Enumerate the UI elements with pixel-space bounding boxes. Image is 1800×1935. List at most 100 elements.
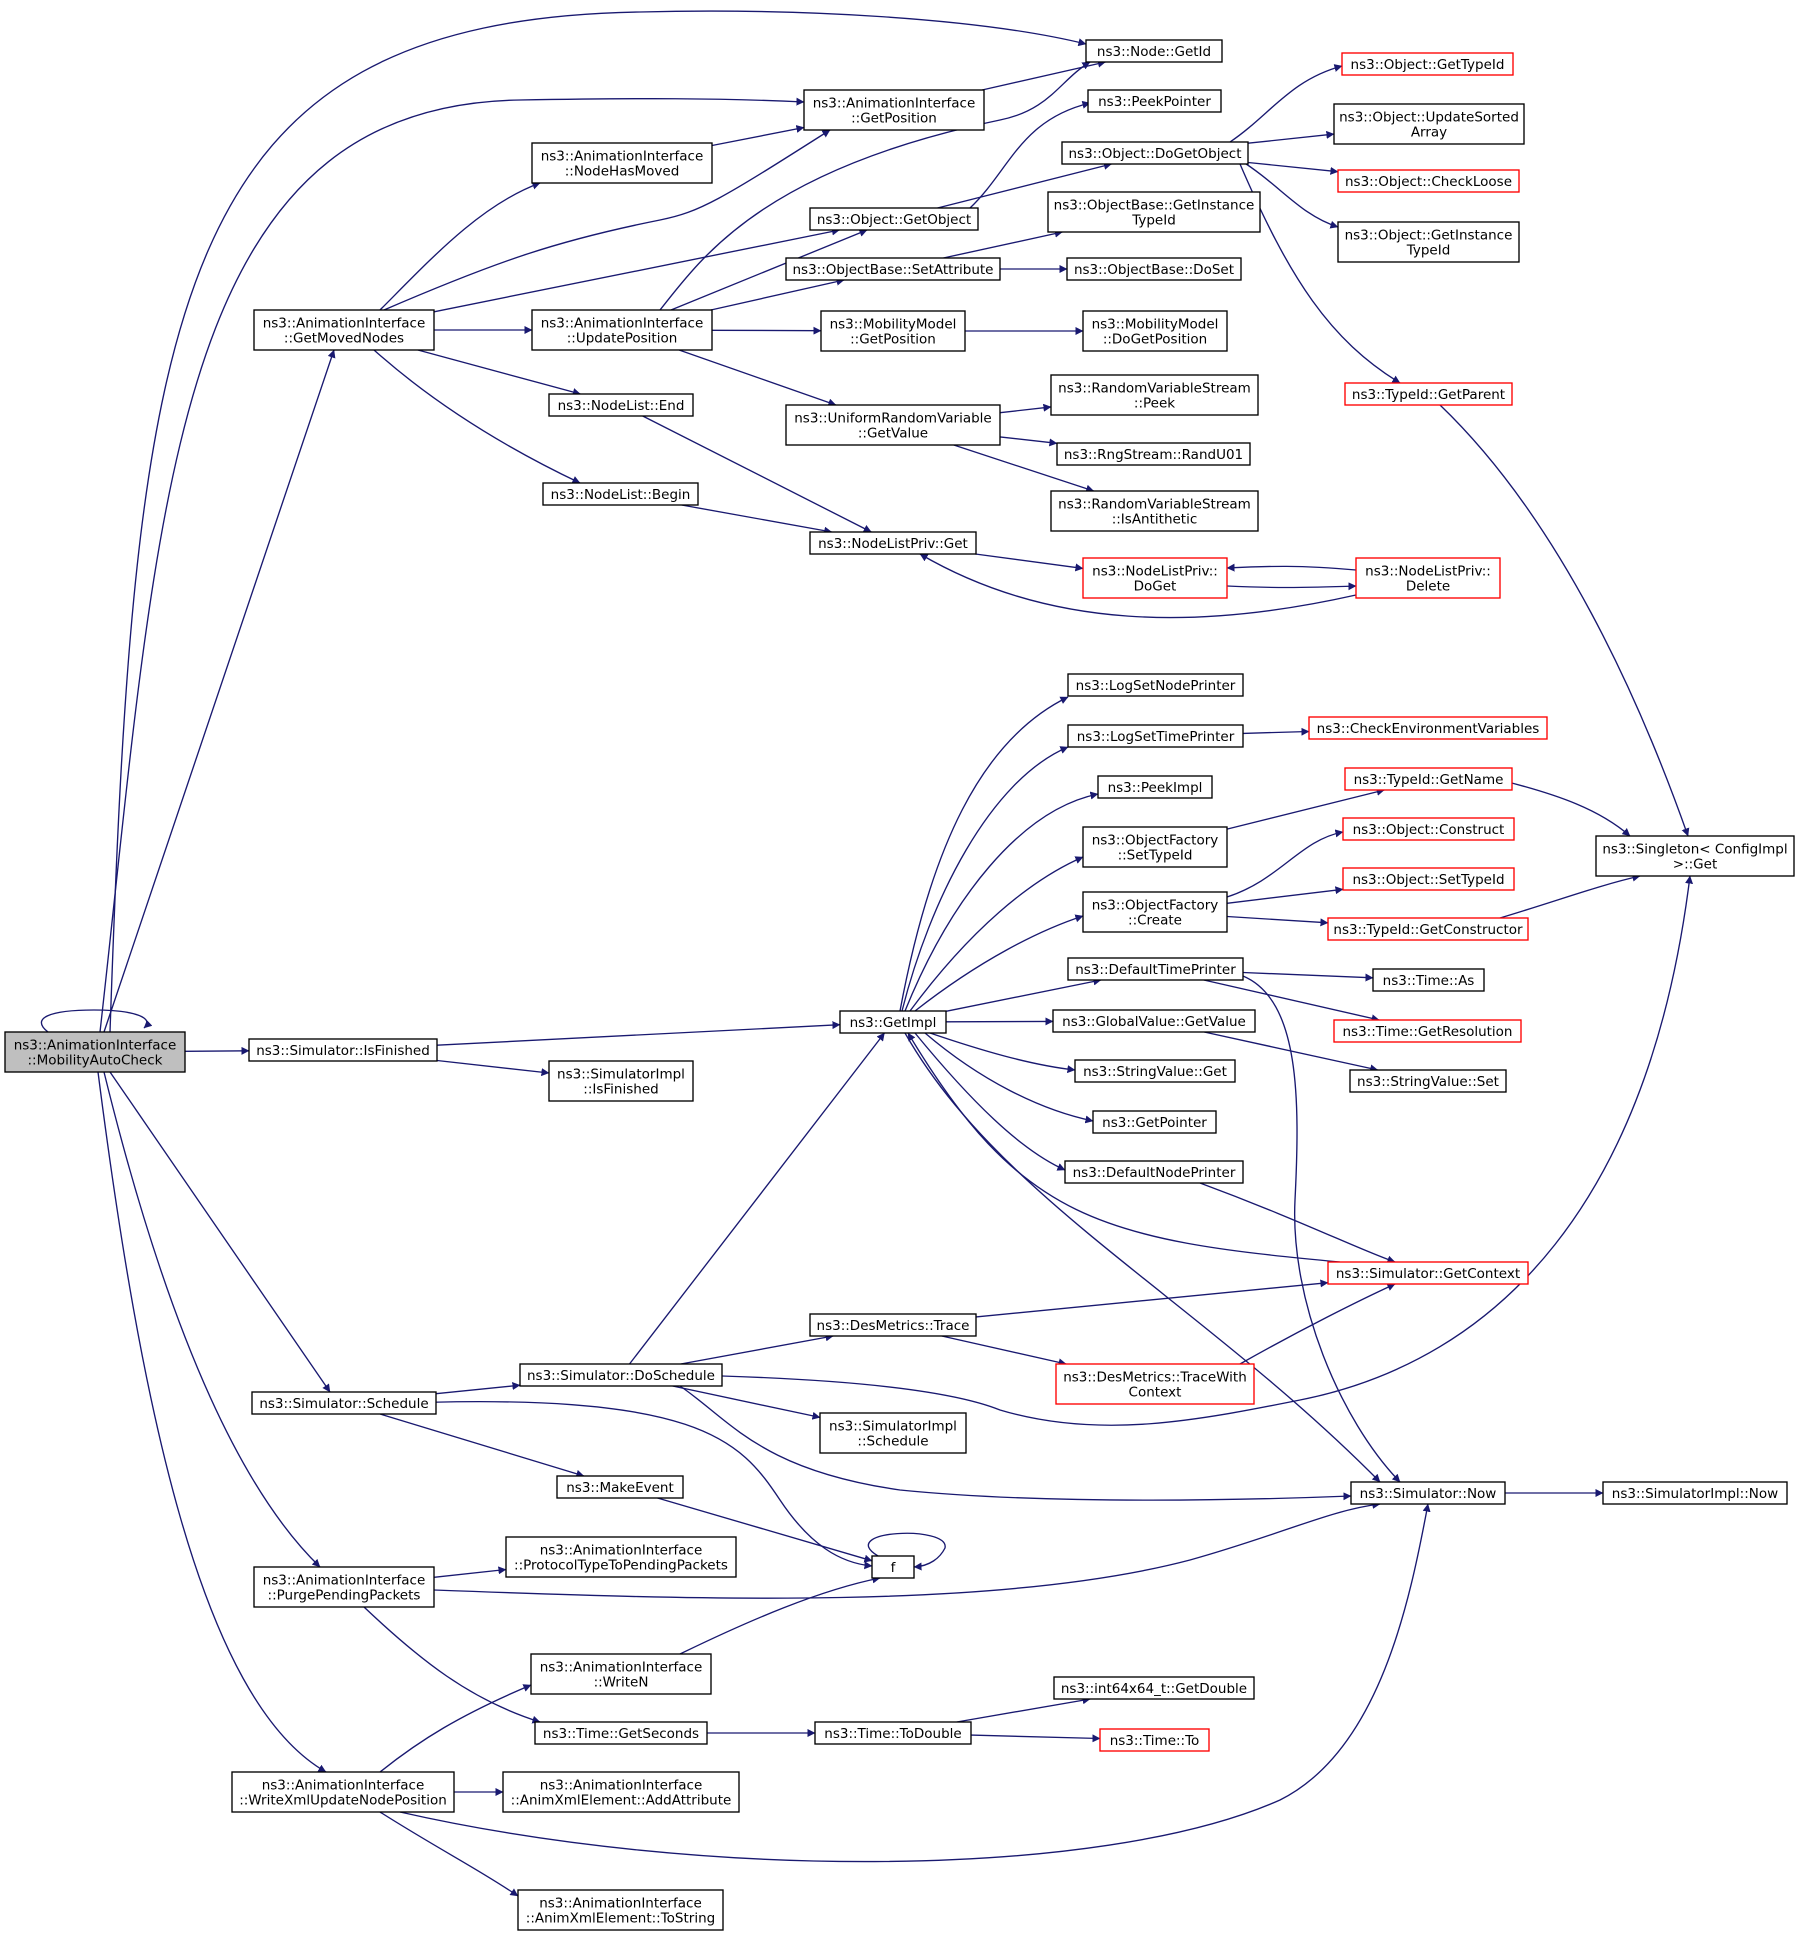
node-node-getid[interactable]: ns3::Node::GetId — [1085, 39, 1223, 63]
edge-writen-to-f — [679, 1575, 881, 1655]
node-mobility-getposition[interactable]: ns3::MobilityModel::GetPosition — [820, 310, 966, 352]
node-simulator-getcontext[interactable]: ns3::Simulator::GetContext — [1327, 1261, 1529, 1285]
node-nodelistpriv-get[interactable]: ns3::NodeListPriv::Get — [809, 531, 977, 555]
node-schedule[interactable]: ns3::Simulator::Schedule — [251, 1391, 437, 1415]
node-object-getobject[interactable]: ns3::Object::GetObject — [809, 207, 979, 231]
node-nodelistbegin[interactable]: ns3::NodeList::Begin — [542, 482, 699, 506]
node-label: ::UpdatePosition — [567, 331, 678, 347]
node-nodehasmoved[interactable]: ns3::AnimationInterface::NodeHasMoved — [531, 142, 713, 184]
edge-path — [681, 504, 833, 535]
edge-path — [975, 1279, 1329, 1318]
node-label: ns3::LogSetTimePrinter — [1077, 729, 1235, 745]
node-label: ns3::NodeList::Begin — [551, 487, 691, 503]
node-tostring[interactable]: ns3::AnimationInterface::AnimXmlElement:… — [517, 1889, 724, 1931]
node-label: ns3::Singleton< ConfigImpl — [1602, 842, 1787, 858]
node-defaulttimeprinter[interactable]: ns3::DefaultTimePrinter — [1067, 957, 1244, 981]
node-f[interactable]: f — [871, 1555, 915, 1579]
node-updateposition[interactable]: ns3::AnimationInterface::UpdatePosition — [531, 309, 713, 351]
node-object-dogetobject[interactable]: ns3::Object::DoGetObject — [1061, 141, 1249, 165]
node-nodelistpriv-doget[interactable]: ns3::NodeListPriv::DoGet — [1082, 557, 1228, 599]
node-box — [1327, 917, 1529, 941]
node-nodelistpriv-delete[interactable]: ns3::NodeListPriv::Delete — [1355, 557, 1501, 599]
node-peekpointer[interactable]: ns3::PeekPointer — [1087, 89, 1222, 113]
node-makeevent[interactable]: ns3::MakeEvent — [556, 1475, 684, 1499]
node-mobility-dogetposition[interactable]: ns3::MobilityModel::DoGetPosition — [1082, 310, 1228, 352]
node-rvs-peek[interactable]: ns3::RandomVariableStream::Peek — [1050, 374, 1259, 416]
node-time-as[interactable]: ns3::Time::As — [1372, 968, 1485, 992]
node-time-getresolution[interactable]: ns3::Time::GetResolution — [1333, 1019, 1522, 1043]
node-label: ns3::Node::GetId — [1097, 44, 1211, 60]
node-anim-getposition[interactable]: ns3::AnimationInterface::GetPosition — [803, 89, 985, 131]
node-box — [1082, 557, 1228, 599]
node-label: ns3::AnimationInterface — [541, 149, 704, 165]
node-protocoltype[interactable]: ns3::AnimationInterface::ProtocolTypeToP… — [505, 1536, 737, 1578]
node-time-todouble[interactable]: ns3::Time::ToDouble — [814, 1721, 972, 1745]
node-object-gettypeid[interactable]: ns3::Object::GetTypeId — [1341, 52, 1514, 76]
node-writen[interactable]: ns3::AnimationInterface::WriteN — [530, 1653, 712, 1695]
node-stringvalue-get[interactable]: ns3::StringValue::Get — [1074, 1059, 1236, 1083]
node-object-settypeid[interactable]: ns3::Object::SetTypeId — [1342, 867, 1515, 891]
edge-objectbase_setattribute-to-objectbase_getinstancetypeid — [943, 229, 1063, 259]
edge-nodelistend-to-nodelistpriv_get — [642, 415, 872, 533]
node-getpointer[interactable]: ns3::GetPointer — [1092, 1110, 1217, 1134]
node-box — [4, 1031, 186, 1073]
edge-typeid_getname-to-singleton_get — [1499, 779, 1631, 837]
node-defaultnodeprinter[interactable]: ns3::DefaultNodePrinter — [1064, 1160, 1244, 1184]
node-addattribute[interactable]: ns3::AnimationInterface::AnimXmlElement:… — [502, 1771, 740, 1813]
node-rngstream-randu01[interactable]: ns3::RngStream::RandU01 — [1056, 442, 1251, 466]
edge-time_todouble-to-int64_getdouble — [956, 1696, 1091, 1723]
node-box — [820, 310, 966, 352]
node-stringvalue-set[interactable]: ns3::StringValue::Set — [1349, 1069, 1507, 1093]
edge-getimpl-to-defaultnodeprinter — [914, 1032, 1066, 1171]
node-object-construct[interactable]: ns3::Object::Construct — [1342, 817, 1515, 841]
edge-path — [1242, 971, 1374, 982]
node-getmovednodes[interactable]: ns3::AnimationInterface::GetMovedNodes — [253, 309, 435, 351]
node-uniform-getvalue[interactable]: ns3::UniformRandomVariable::GetValue — [785, 404, 1001, 446]
node-purgepending[interactable]: ns3::AnimationInterface::PurgePendingPac… — [253, 1566, 435, 1608]
node-getimpl[interactable]: ns3::GetImpl — [839, 1010, 947, 1034]
node-simulator-now[interactable]: ns3::Simulator::Now — [1350, 1481, 1506, 1505]
node-globalvalue-getvalue[interactable]: ns3::GlobalValue::GetValue — [1052, 1009, 1256, 1033]
node-nodelistend[interactable]: ns3::NodeList::End — [548, 393, 694, 417]
node-objectbase-setattribute[interactable]: ns3::ObjectBase::SetAttribute — [785, 257, 1001, 281]
node-logsetnodeprinter[interactable]: ns3::LogSetNodePrinter — [1067, 673, 1244, 697]
node-objectfactory-create[interactable]: ns3::ObjectFactory::Create — [1082, 891, 1228, 933]
node-rvs-isantithetic[interactable]: ns3::RandomVariableStream::IsAntithetic — [1050, 490, 1259, 532]
edge-object_dogetobject-to-object_checkloose — [1247, 161, 1339, 175]
node-simimpl-now[interactable]: ns3::SimulatorImpl::Now — [1602, 1481, 1788, 1505]
node-label: ns3::AnimationInterface — [540, 1778, 703, 1794]
node-singleton-get[interactable]: ns3::Singleton< ConfigImpl >::Get — [1595, 835, 1795, 877]
node-desmetrics-trace[interactable]: ns3::DesMetrics::Trace — [809, 1313, 977, 1337]
node-isfinished[interactable]: ns3::Simulator::IsFinished — [248, 1038, 438, 1062]
node-label: ns3::PeekPointer — [1098, 94, 1211, 110]
node-doschedule[interactable]: ns3::Simulator::DoSchedule — [519, 1363, 723, 1387]
node-label: ns3::DesMetrics::TraceWith — [1063, 1370, 1247, 1386]
node-simimpl-schedule[interactable]: ns3::SimulatorImpl::Schedule — [819, 1412, 967, 1454]
node-typeid-getconstructor[interactable]: ns3::TypeId::GetConstructor — [1327, 917, 1529, 941]
node-objectbase-doset[interactable]: ns3::ObjectBase::DoSet — [1066, 257, 1242, 281]
node-checkenvvars[interactable]: ns3::CheckEnvironmentVariables — [1308, 716, 1548, 740]
node-box — [1082, 826, 1228, 868]
edge-anim_getposition-to-node_getid — [981, 59, 1106, 91]
node-root[interactable]: ns3::AnimationInterface::MobilityAutoChe… — [4, 1031, 186, 1073]
node-objectfactory-settypeid[interactable]: ns3::ObjectFactory::SetTypeId — [1082, 826, 1228, 868]
edge-getmovednodes-to-nodehasmoved — [379, 181, 541, 311]
node-peekimpl[interactable]: ns3::PeekImpl — [1097, 775, 1213, 799]
node-writexml[interactable]: ns3::AnimationInterface::WriteXmlUpdateN… — [231, 1771, 455, 1813]
node-time-getseconds[interactable]: ns3::Time::GetSeconds — [534, 1721, 708, 1745]
edge-path — [659, 61, 1091, 311]
node-box — [1050, 374, 1259, 416]
node-time-to[interactable]: ns3::Time::To — [1099, 1728, 1210, 1752]
node-object-checkloose[interactable]: ns3::Object::CheckLoose — [1337, 169, 1520, 193]
edge-updateposition-to-objectbase_setattribute — [710, 277, 845, 311]
node-simimpl-isfinished[interactable]: ns3::SimulatorImpl::IsFinished — [548, 1060, 694, 1102]
node-int64-getdouble[interactable]: ns3::int64x64_t::GetDouble — [1053, 1676, 1255, 1700]
node-typeid-getname[interactable]: ns3::TypeId::GetName — [1344, 767, 1513, 791]
node-logsettimeprinter[interactable]: ns3::LogSetTimePrinter — [1067, 724, 1244, 748]
node-label: ::ProtocolTypeToPendingPackets — [514, 1558, 728, 1574]
node-typeid-getparent[interactable]: ns3::TypeId::GetParent — [1344, 382, 1513, 406]
